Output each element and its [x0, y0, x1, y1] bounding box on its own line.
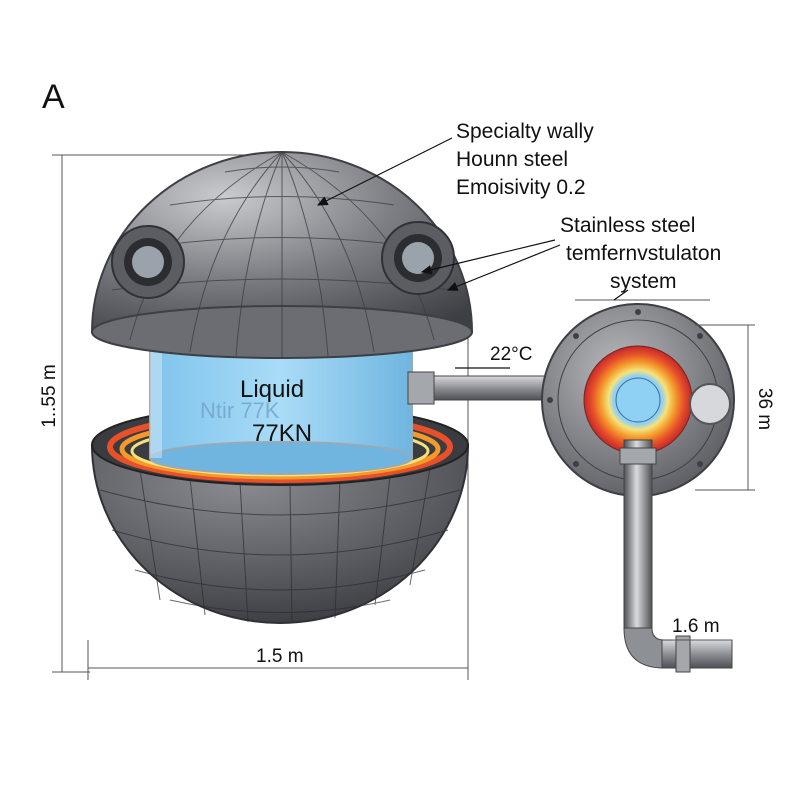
- liquid-label: Liquid: [240, 376, 305, 403]
- callout-line: temfernvstulaton: [566, 242, 722, 265]
- liquid-temperature-label: 77KN: [252, 420, 313, 447]
- callout-line: Hounn steel: [456, 148, 569, 171]
- liquid-cylinder: [149, 339, 413, 475]
- panel-label: A: [42, 78, 65, 116]
- flange-dimension-label: 36 m: [754, 387, 775, 431]
- width-dimension-label: 1.5 m: [256, 646, 304, 667]
- flange-dimensions: [575, 299, 755, 641]
- material-callout: Specialty wally Hounn steel Emoisivity 0…: [456, 118, 594, 202]
- insulation-callout: Stainless steel temfernvstulaton system: [560, 212, 721, 296]
- pipe-temperature-label: 22°C: [490, 344, 533, 365]
- flange-assembly: [541, 303, 735, 497]
- callout-leaders: [316, 137, 629, 369]
- top-dome: [90, 151, 474, 359]
- left-viewport: [111, 225, 185, 299]
- liquid-ghost-text: Ntir 77K: [200, 398, 280, 423]
- vertical-pipe: [619, 439, 733, 673]
- callout-line: Stainless steel: [560, 214, 696, 237]
- outlet-dimension-label: 1.6 m: [672, 616, 720, 637]
- right-viewport: [381, 221, 455, 295]
- callout-line: Specialty wally: [456, 120, 594, 143]
- height-dimension-label: 1..55 m: [39, 364, 60, 428]
- callout-line: system: [610, 270, 677, 293]
- callout-line: Emoisivity 0.2: [456, 176, 586, 199]
